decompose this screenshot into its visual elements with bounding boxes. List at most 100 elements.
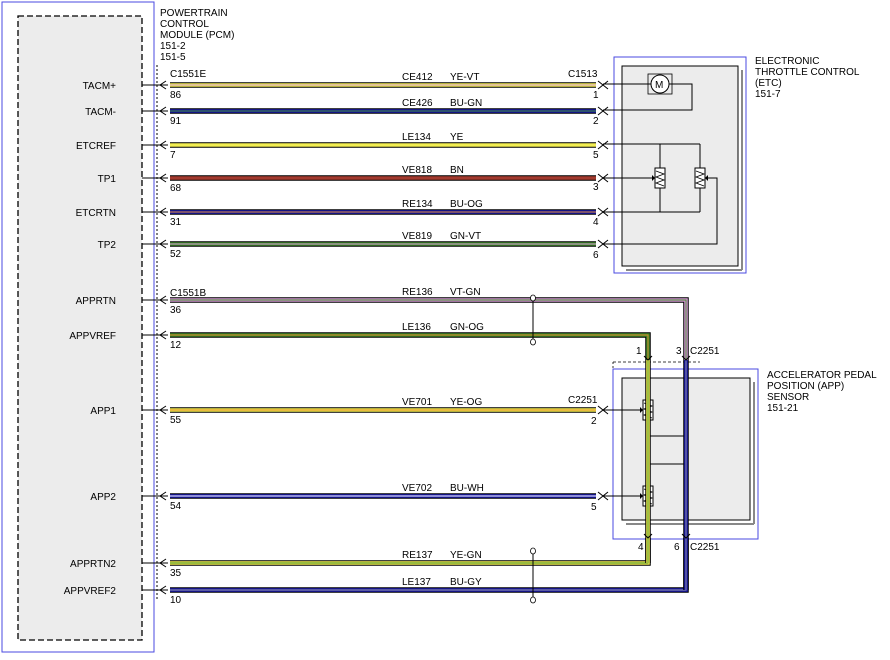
pcm-pin-label: 91 xyxy=(170,116,182,127)
app-title-line: POSITION (APP) xyxy=(767,381,844,392)
terminal-arrow-icon xyxy=(681,355,691,361)
twisted-pair-icon xyxy=(530,294,536,346)
terminal-arrow-icon xyxy=(602,239,609,249)
app-title-line: 151-21 xyxy=(767,403,799,414)
pcm-title-line: 151-5 xyxy=(160,52,186,63)
wire-color-label: YE-VT xyxy=(450,72,479,83)
wire-stripe xyxy=(170,360,649,564)
terminal-arrow-icon xyxy=(681,533,691,539)
far-pin-label: 3 xyxy=(676,346,682,357)
terminal-arrow-icon xyxy=(159,80,167,90)
pcm-pin-label: 35 xyxy=(170,568,182,579)
terminal-arrow-icon xyxy=(159,140,167,150)
wire-outline xyxy=(170,360,651,566)
terminal-arrow-icon xyxy=(159,295,167,305)
wire-color-label: VT-GN xyxy=(450,287,481,298)
wire-color-label: BU-WH xyxy=(450,483,484,494)
etc-module: M xyxy=(603,56,747,274)
app-module xyxy=(603,360,759,540)
connector-c2251-label: C2251 xyxy=(568,395,598,406)
far-pin-label: 2 xyxy=(593,116,599,127)
terminal-arrow-icon xyxy=(602,207,609,217)
pcm-pin-label: 54 xyxy=(170,501,182,512)
pcm-title: POWERTRAIN CONTROL MODULE (PCM) 151-2 15… xyxy=(160,8,234,63)
far-pin-label: 4 xyxy=(593,217,599,228)
terminal-arrow-icon xyxy=(602,140,609,150)
circuit-name-label: ETCRTN xyxy=(76,208,116,219)
circuit-name-label: APP1 xyxy=(90,406,116,417)
terminal-arrow-icon xyxy=(159,405,167,415)
terminals-layer xyxy=(142,80,691,595)
pcm-pin-label: 68 xyxy=(170,183,182,194)
terminal-arrow-icon xyxy=(159,491,167,501)
pcm-title-line: 151-2 xyxy=(160,41,186,52)
terminal-arrow-icon xyxy=(602,106,609,116)
circuit-name-label: TACM+ xyxy=(83,81,117,92)
wire-color-label: BU-OG xyxy=(450,199,483,210)
connector-c1551e-label: C1551E xyxy=(170,69,206,80)
circuit-name-label: APPRTN xyxy=(76,296,116,307)
wire-color-label: BU-GN xyxy=(450,98,482,109)
far-pin-label: 2 xyxy=(591,416,597,427)
circuit-code-label: LE137 xyxy=(402,577,431,588)
connector-c2251-label: C2251 xyxy=(690,542,720,553)
terminal-arrow-icon xyxy=(602,173,609,183)
circuit-code-label: CE412 xyxy=(402,72,433,83)
wire-color-label: YE xyxy=(450,132,464,143)
wire-color-label: YE-GN xyxy=(450,550,482,561)
circuit-name-label: APPVREF2 xyxy=(64,586,117,597)
pcm-pin-label: 52 xyxy=(170,249,182,260)
wire-color-label: YE-OG xyxy=(450,397,482,408)
wire-color-label: BN xyxy=(450,165,464,176)
terminal-arrow-icon xyxy=(159,330,167,340)
circuit-code-label: LE134 xyxy=(402,132,431,143)
circuit-code-label: VE819 xyxy=(402,231,432,242)
terminal-arrow-icon xyxy=(159,207,167,217)
circuit-code-label: RE136 xyxy=(402,287,433,298)
circuit-name-label: APPVREF xyxy=(69,331,116,342)
twisted-pair-markers xyxy=(530,294,536,604)
terminal-arrow-icon xyxy=(159,558,167,568)
pcm-title-line: CONTROL xyxy=(160,19,209,30)
wire-color-label: BU-GY xyxy=(450,577,482,588)
pcm-title-line: POWERTRAIN xyxy=(160,8,228,19)
circuit-name-label: TP2 xyxy=(98,240,117,251)
far-pin-label: 1 xyxy=(593,90,599,101)
circuit-code-label: VE818 xyxy=(402,165,432,176)
app-title: ACCELERATOR PEDAL POSITION (APP) SENSOR … xyxy=(767,370,877,414)
terminal-arrow-icon xyxy=(602,405,609,415)
etc-title-line: THROTTLE CONTROL xyxy=(755,67,860,78)
circuit-code-label: LE136 xyxy=(402,322,431,333)
wire-stripe xyxy=(170,334,649,360)
circuit-name-label: ETCREF xyxy=(76,141,116,152)
circuit-name-label: TP1 xyxy=(98,174,117,185)
pcm-pin-label: 7 xyxy=(170,150,176,161)
connector-c1513-label: C1513 xyxy=(568,69,598,80)
motor-label: M xyxy=(655,80,663,91)
far-pin-label: 3 xyxy=(593,182,599,193)
wires-layer xyxy=(170,82,689,593)
circuit-code-label: CE426 xyxy=(402,98,433,109)
connector-labels: C1551E C1513 C1551B C2251 C2251 C2251 xyxy=(170,69,720,553)
far-pin-label: 1 xyxy=(636,346,642,357)
circuit-code-label: VE701 xyxy=(402,397,432,408)
circuit-name-label: TACM- xyxy=(85,107,116,118)
circuit-code-label: RE137 xyxy=(402,550,433,561)
etc-title-line: ELECTRONIC xyxy=(755,56,819,67)
wire-outline xyxy=(170,332,651,360)
connector-c1551b-label: C1551B xyxy=(170,288,206,299)
pcm-pin-label: 86 xyxy=(170,90,182,101)
connector-c2251-label: C2251 xyxy=(690,346,720,357)
circuit-code-label: VE702 xyxy=(402,483,432,494)
terminal-arrow-icon xyxy=(602,491,609,501)
far-pin-label: 4 xyxy=(638,542,644,553)
far-pin-label: 6 xyxy=(674,542,680,553)
terminal-arrow-icon xyxy=(159,239,167,249)
pcm-pin-label: 55 xyxy=(170,415,182,426)
terminal-arrow-icon xyxy=(159,173,167,183)
etc-title-line: 151-7 xyxy=(755,89,781,100)
far-pin-label: 5 xyxy=(591,502,597,513)
etc-title: ELECTRONIC THROTTLE CONTROL (ETC) 151-7 xyxy=(755,56,860,100)
